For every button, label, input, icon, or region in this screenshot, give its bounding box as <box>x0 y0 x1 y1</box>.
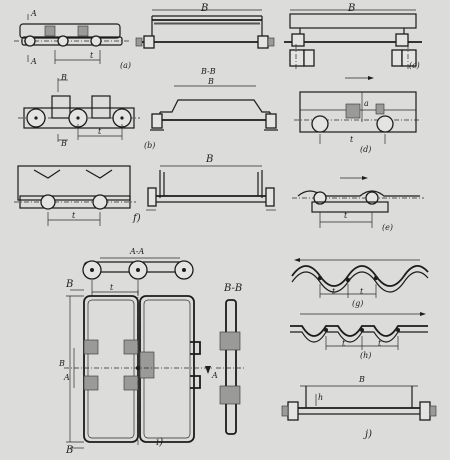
label-i-height: B <box>59 359 65 368</box>
section-a <box>135 9 275 49</box>
chain-f <box>14 165 136 226</box>
section-f <box>146 165 276 211</box>
chain-g <box>291 258 429 298</box>
label-b-section-width: B <box>208 77 214 86</box>
panel-label-g: (g) <box>352 299 364 308</box>
panel-label-j: j) <box>365 429 373 440</box>
plates-i <box>64 289 214 449</box>
label-b-section-title: B-B <box>201 67 216 76</box>
panel-label-f: f) <box>133 213 141 224</box>
chain-e <box>292 176 424 228</box>
panel-label-a: (a) <box>120 61 132 70</box>
label-e-pitch: t <box>344 211 348 220</box>
label-j-width: B <box>359 375 365 384</box>
label-d-marker: a <box>364 99 369 108</box>
panel-label-i: i) <box>156 437 164 448</box>
label-i-width-bottom: B <box>66 445 74 456</box>
label-a-bottom: A <box>31 57 37 66</box>
label-i-section-bb: B-B <box>224 283 243 294</box>
label-c-width: B <box>348 3 356 14</box>
chain-d <box>294 76 420 144</box>
label-a-section-width: B <box>201 3 209 14</box>
panel-label-d: (d) <box>360 145 372 154</box>
panel-label-e: (e) <box>382 223 393 232</box>
chain-aa <box>82 257 194 296</box>
label-b-top: B <box>61 73 67 82</box>
panel-label-b: (b) <box>144 141 156 150</box>
panel-label-c: (c) <box>409 61 420 70</box>
label-i-marker-left: A <box>64 373 70 382</box>
panel-label-h: (h) <box>360 351 372 360</box>
label-f-pitch: t <box>72 211 76 220</box>
chain-a <box>14 14 130 64</box>
label-j-h: h <box>318 393 324 402</box>
section-j <box>281 385 437 421</box>
label-i-section-aa: A-A <box>130 247 145 256</box>
section-c <box>284 9 422 70</box>
label-g-pitch-1: t <box>332 287 336 296</box>
label-g-pitch-2: t <box>360 287 364 296</box>
section-i-bb <box>216 299 246 435</box>
label-b-bottom: B <box>61 139 67 148</box>
label-a-pitch: t <box>90 51 94 60</box>
label-h-pitch-2: t <box>378 339 382 348</box>
label-i-width-top: B <box>66 279 74 290</box>
label-i-pitch: t <box>110 283 114 292</box>
chain-h <box>290 312 428 350</box>
section-b <box>150 85 278 131</box>
chain-b <box>18 78 140 142</box>
label-d-pitch: t <box>350 135 354 144</box>
label-b-pitch: t <box>98 127 102 136</box>
label-h-pitch-1: t <box>342 339 346 348</box>
label-f-section-width: B <box>206 154 214 165</box>
label-i-marker-right: A <box>212 371 218 380</box>
label-a-top: A <box>31 9 37 18</box>
